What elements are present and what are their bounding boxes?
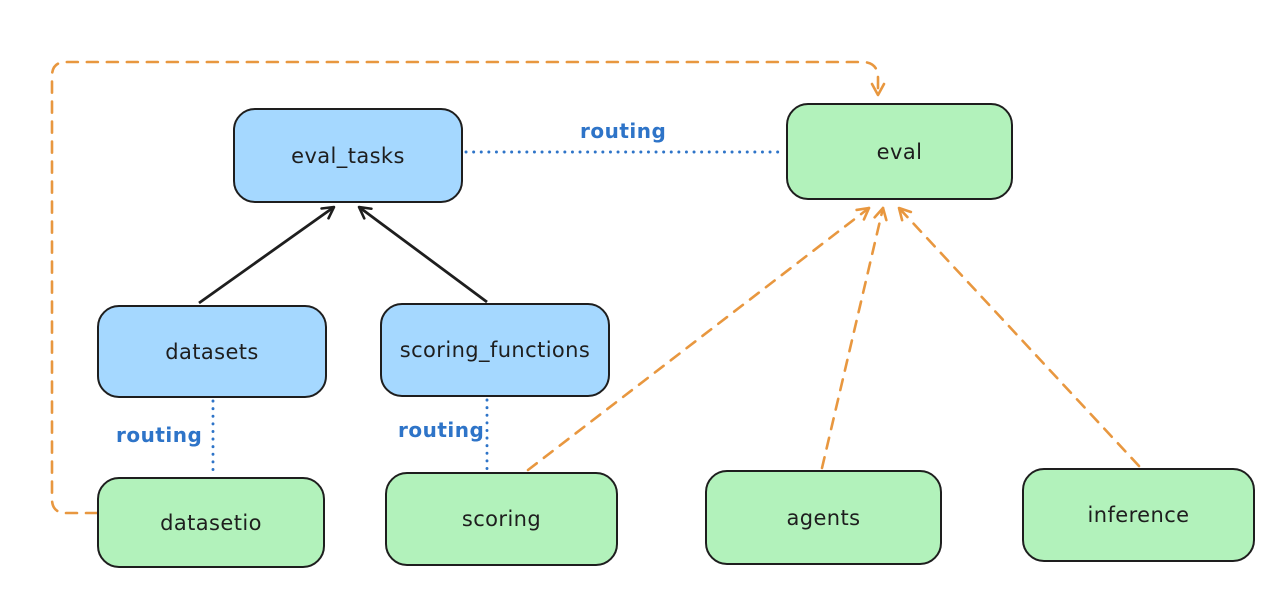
node-eval-tasks: eval_tasks [233, 108, 463, 203]
node-inference-label: inference [1087, 503, 1190, 527]
edge-datasets-to-eval-tasks [198, 205, 336, 305]
node-agents-label: agents [786, 505, 861, 530]
node-eval-tasks-label: eval_tasks [291, 143, 405, 168]
edge-scoring-to-eval [526, 206, 871, 472]
node-inference: inference [1022, 468, 1255, 562]
node-datasetio-label: datasetio [160, 510, 262, 535]
edge-inference-to-eval [897, 206, 1141, 468]
node-scoring-functions-label: scoring_functions [399, 338, 591, 362]
edge-label-routing-datasets-datasetio: routing [116, 423, 203, 447]
node-agents: agents [705, 470, 942, 565]
node-eval-label: eval [876, 139, 923, 164]
edge-agents-to-eval [820, 206, 888, 470]
edge-datasetio-to-eval [50, 60, 886, 515]
node-datasetio: datasetio [97, 477, 325, 568]
node-eval: eval [786, 103, 1013, 200]
edge-label-routing-scoring-functions-scoring: routing [398, 418, 485, 442]
node-datasets: datasets [97, 305, 327, 398]
node-scoring-label: scoring [461, 507, 542, 531]
node-datasets-label: datasets [165, 339, 259, 364]
node-scoring: scoring [385, 472, 618, 566]
node-scoring-functions: scoring_functions [380, 303, 610, 397]
edge-label-routing-eval-tasks-eval: routing [580, 119, 667, 143]
edge-scoring-functions-to-eval-tasks [357, 205, 488, 304]
